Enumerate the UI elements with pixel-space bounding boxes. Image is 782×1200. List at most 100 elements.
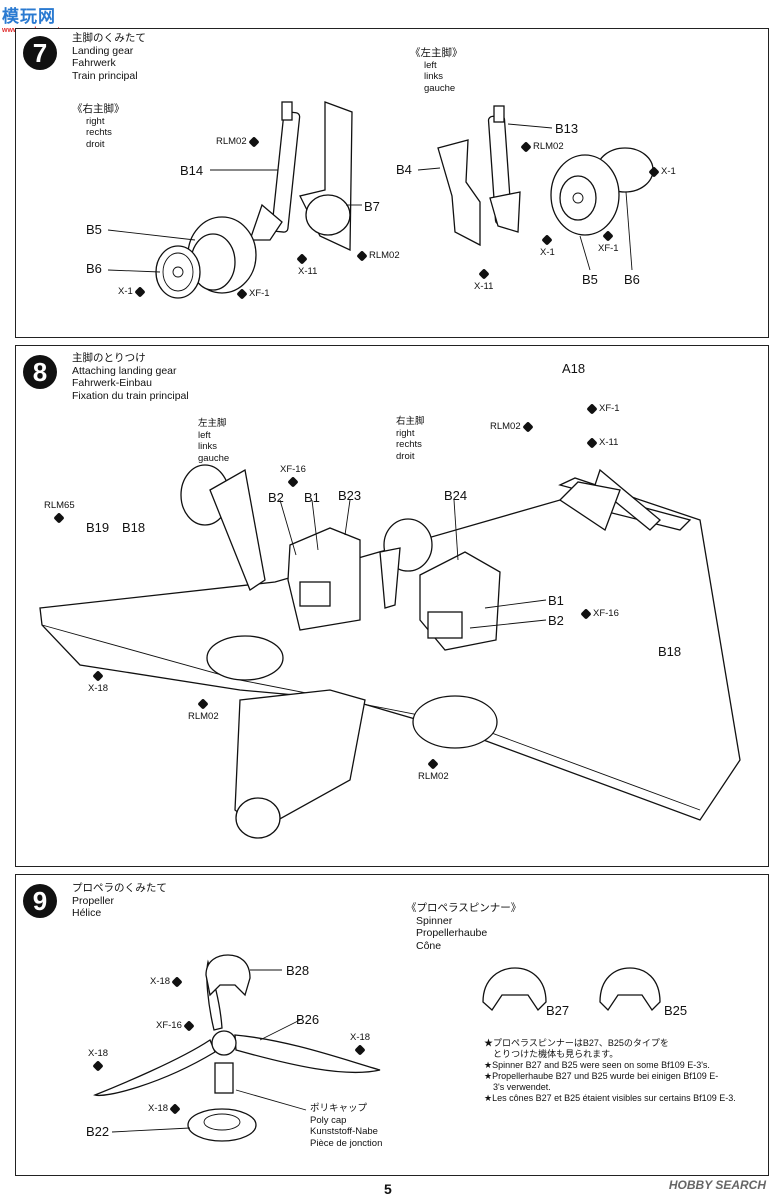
- step-8-title-en: Attaching landing gear: [72, 364, 177, 377]
- part-b6-right: B6: [86, 261, 102, 276]
- step-8-title-ja: 主脚のとりつけ: [72, 352, 146, 364]
- right-de: rechts: [86, 127, 112, 138]
- site-logo-text: 模玩网: [2, 7, 56, 26]
- spinner-en: Spinner: [416, 914, 453, 927]
- paint-drop-icon: [521, 420, 534, 433]
- step-7-right-caption: 《右主脚》 right rechts droit: [72, 103, 125, 150]
- paint-drop-icon: [197, 698, 209, 710]
- note-line: ★Spinner B27 and B25 were seen on some B…: [484, 1060, 710, 1070]
- paint-drop-icon: [541, 234, 554, 246]
- paint-x18: X-18: [88, 670, 108, 694]
- paint-drop-icon: [478, 268, 490, 280]
- paint-label: X-11: [599, 437, 619, 448]
- paint-label: X-1: [661, 166, 676, 177]
- paint-rlm02: RLM02: [356, 249, 400, 262]
- spinner-heading: 《プロペラスピンナー》: [406, 902, 522, 914]
- left-heading: 《左主脚》: [410, 47, 463, 59]
- paint-x11: X-11: [296, 253, 318, 277]
- step-8-right-caption: 右主脚 right rechts droit: [396, 416, 425, 462]
- step-7-title-de: Fahrwerk: [72, 57, 116, 69]
- note-line: ★Les cônes B27 et B25 étaient visibles s…: [484, 1093, 736, 1103]
- polycap-fr: Pièce de jonction: [310, 1137, 383, 1149]
- spinner-notes: ★プロペラスピンナーはB27、B25のタイプを とりつけた機体も見られます。 ★…: [484, 1038, 736, 1104]
- part-b5-right: B5: [86, 222, 102, 237]
- paint-label: XF-16: [156, 1020, 182, 1031]
- step-9-title-fr: Hélice: [72, 907, 102, 919]
- part-a18: A18: [562, 361, 586, 376]
- note-line: ★Propellerhaube B27 und B25 wurde bei ei…: [484, 1071, 719, 1081]
- step-9-title-en: Propeller: [72, 894, 115, 907]
- propeller-drawing: [93, 954, 381, 1142]
- paint-x11: X-11: [586, 436, 619, 449]
- step-7-title-en: Landing gear: [72, 44, 134, 57]
- note-line: 3's verwendet.: [484, 1082, 551, 1092]
- step-8-title-de: Fahrwerk-Einbau: [72, 377, 152, 389]
- aircraft-wing-drawing: [39, 468, 741, 839]
- part-b2: B2: [268, 490, 284, 505]
- paint-drop-icon: [520, 140, 532, 153]
- paint-label: RLM65: [44, 500, 75, 511]
- right-en: right: [396, 427, 415, 439]
- left-ja: 左主脚: [198, 418, 227, 429]
- paint-x18: X-18: [150, 975, 183, 988]
- right-wheel-drawing: [155, 216, 257, 299]
- paint-drop-icon: [427, 758, 439, 770]
- paint-label: X-18: [150, 976, 171, 987]
- paint-label: XF-16: [593, 608, 619, 619]
- part-b28: B28: [286, 963, 310, 978]
- paint-x1: X-1: [648, 165, 676, 178]
- polycap-ja: ポリキャップ: [310, 1103, 368, 1114]
- step-8-left-caption: 左主脚 left links gauche: [198, 418, 229, 464]
- paint-drop-icon: [134, 285, 146, 298]
- spinner-de: Propellerhaube: [416, 927, 488, 939]
- step-7-number: 7: [23, 36, 57, 70]
- paint-label: X-1: [540, 247, 555, 258]
- paint-xf16: XF-16: [156, 1019, 195, 1032]
- step-7-title-fr: Train principal: [72, 69, 138, 82]
- left-fr: gauche: [424, 82, 456, 94]
- part-b22: B22: [86, 1124, 110, 1139]
- gear-bays-drawing: [287, 527, 501, 651]
- paint-drop-icon: [92, 670, 104, 682]
- paint-rlm02: RLM02: [520, 140, 564, 153]
- step-9-title-ja: プロペラのくみたて: [72, 882, 167, 894]
- part-b14: B14: [180, 163, 204, 178]
- spinner-fr: Cône: [416, 939, 442, 952]
- paint-x18: X-18: [88, 1048, 108, 1072]
- paint-label: X-11: [474, 281, 494, 292]
- part-b26: B26: [296, 1012, 320, 1027]
- part-b13: B13: [555, 121, 579, 136]
- paint-x18: X-18: [350, 1032, 370, 1056]
- paint-drop-icon: [356, 249, 368, 262]
- paint-xf1: XF-1: [598, 230, 619, 254]
- left-de: links: [198, 441, 218, 452]
- paint-drop-icon: [171, 975, 183, 988]
- paint-label: X-11: [298, 266, 318, 277]
- part-b25: B25: [664, 1003, 688, 1018]
- paint-label: XF-1: [249, 288, 270, 299]
- paint-xf1: XF-1: [586, 402, 620, 415]
- paint-label: XF-1: [598, 243, 619, 254]
- paint-rlm02: RLM02: [216, 135, 260, 148]
- left-en: left: [198, 429, 211, 441]
- note-line: ★プロペラスピンナーはB27、B25のタイプを: [484, 1038, 669, 1048]
- step-9-panel: [15, 874, 769, 1176]
- paint-label: RLM02: [216, 136, 247, 147]
- paint-drop-icon: [287, 476, 299, 488]
- paint-x18: X-18: [148, 1102, 181, 1115]
- part-b6-left: B6: [624, 272, 640, 287]
- spinner-options-drawing: [482, 967, 661, 1012]
- attached-gear-legs-drawing: [180, 464, 433, 609]
- paint-rlm02: RLM02: [490, 420, 534, 433]
- paint-drop-icon: [92, 1060, 104, 1072]
- paint-label: RLM02: [418, 771, 449, 782]
- part-b7: B7: [364, 199, 380, 214]
- paint-label: X-1: [118, 286, 133, 297]
- paint-drop-icon: [586, 402, 598, 415]
- hobby-search-logo: HOBBY SEARCH: [669, 1178, 766, 1192]
- leader-lines: [107, 123, 633, 1133]
- right-en: right: [86, 115, 105, 127]
- paint-rlm02: RLM02: [418, 758, 449, 782]
- part-b18: B18: [658, 644, 682, 659]
- paint-xf16: XF-16: [580, 607, 619, 620]
